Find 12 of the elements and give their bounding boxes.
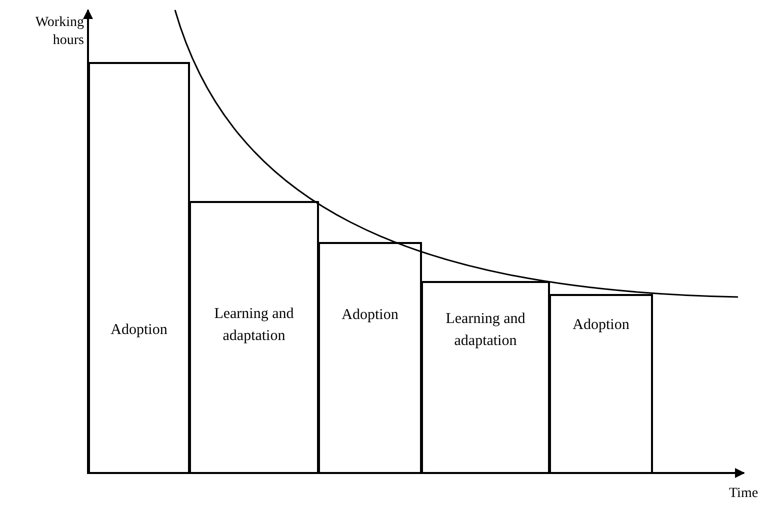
axis-label: Time (729, 485, 758, 503)
bar (549, 294, 653, 474)
bar-label: Learning and adaptation (444, 310, 526, 351)
bar-label: Adoption (110, 321, 168, 340)
axis-label: Working hours (34, 14, 84, 50)
bar-label: Adoption (572, 316, 630, 335)
bar (88, 62, 190, 474)
bar (318, 242, 422, 474)
bar (189, 201, 319, 474)
bar-label: Adoption (340, 306, 400, 325)
bar-label: Learning and adaptation (213, 305, 295, 346)
bar (421, 281, 550, 474)
